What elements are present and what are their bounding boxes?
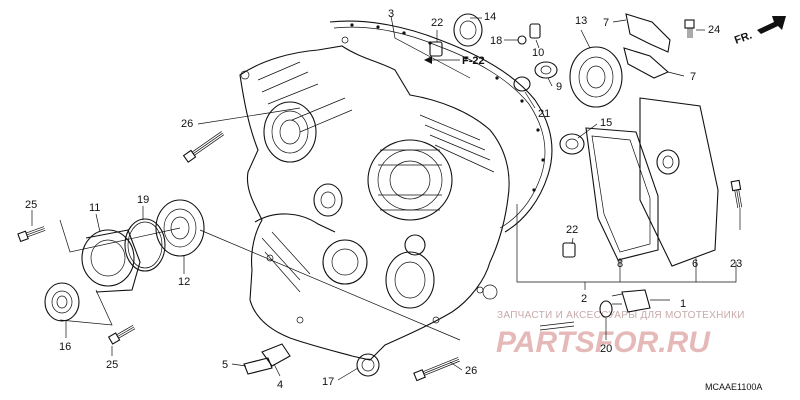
bottom-parts xyxy=(182,131,460,382)
callout-24: 24 xyxy=(708,24,720,36)
callout-7-lower: 7 xyxy=(690,71,696,83)
front-arrow-icon xyxy=(757,16,786,34)
direction-indicator: FR. xyxy=(733,16,786,47)
watermark: ЗАПЧАСТИ И АКСЕССУАРЫ ДЛЯ МОТОТЕХНИКИ PA… xyxy=(496,310,745,359)
callout-2: 2 xyxy=(581,293,587,305)
callout-26-upper: 26 xyxy=(181,118,193,130)
callout-15: 15 xyxy=(600,117,612,129)
leader-lines xyxy=(31,15,741,381)
crankcase-cover xyxy=(239,20,553,377)
figure-ref-label: F-22 xyxy=(462,55,485,67)
callout-7-upper: 7 xyxy=(603,17,609,29)
callout-22-upper: 22 xyxy=(431,17,443,29)
top-parts xyxy=(429,13,623,108)
callout-17: 17 xyxy=(322,376,334,388)
watermark-brand: PARTSFOR.RU xyxy=(496,326,711,359)
callout-4: 4 xyxy=(277,379,283,391)
callout-21: 21 xyxy=(538,108,550,120)
direction-label: FR. xyxy=(733,29,754,46)
callout-3: 3 xyxy=(388,8,394,20)
callout-14: 14 xyxy=(484,11,496,23)
callout-25-lower: 25 xyxy=(106,359,118,371)
callout-5: 5 xyxy=(222,359,228,371)
callout-20: 20 xyxy=(600,343,612,355)
callout-9: 9 xyxy=(556,81,562,93)
callout-22-lower: 22 xyxy=(566,224,578,236)
callout-16: 16 xyxy=(59,341,71,353)
callout-10: 10 xyxy=(532,47,544,59)
diagram-code: MCAAE1100A xyxy=(705,382,762,392)
watermark-tagline: ЗАПЧАСТИ И АКСЕССУАРЫ ДЛЯ МОТОТЕХНИКИ xyxy=(497,310,745,321)
callout-26-lower: 26 xyxy=(465,365,477,377)
callout-19: 19 xyxy=(137,194,149,206)
figure-reference: F-22 xyxy=(424,55,485,67)
left-assembly xyxy=(17,199,205,345)
callout-1: 1 xyxy=(680,298,686,310)
callout-13: 13 xyxy=(575,15,587,27)
right-assembly xyxy=(539,13,743,331)
callout-23: 23 xyxy=(730,258,742,270)
callouts: 1 2 3 4 5 6 7 7 8 9 10 11 12 13 14 15 16… xyxy=(25,8,742,391)
callout-12: 12 xyxy=(178,276,190,288)
callout-18: 18 xyxy=(490,35,502,47)
callout-6: 6 xyxy=(692,258,698,270)
callout-8: 8 xyxy=(617,258,623,270)
callout-25-upper: 25 xyxy=(25,199,37,211)
callout-11: 11 xyxy=(89,202,100,214)
